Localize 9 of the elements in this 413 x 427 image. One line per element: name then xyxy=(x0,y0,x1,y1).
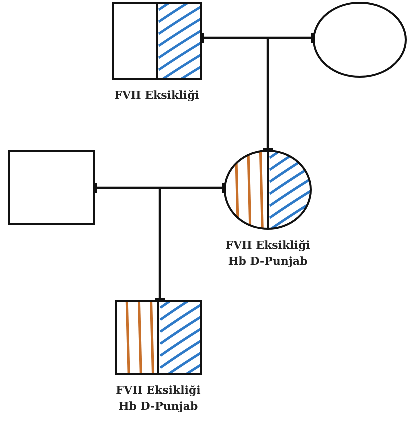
partner-line xyxy=(200,33,315,43)
condition-label: FVII Eksikliği xyxy=(116,383,201,399)
condition-label: Hb D-Punjab xyxy=(118,399,198,415)
condition-label: FVII Eksikliği xyxy=(114,88,200,104)
condition-label: Hb D-Punjab xyxy=(228,254,308,270)
condition-label: FVII Eksikliği xyxy=(226,238,310,254)
descent-line xyxy=(155,188,165,302)
descent-line xyxy=(263,38,273,152)
partner-line xyxy=(93,183,226,193)
